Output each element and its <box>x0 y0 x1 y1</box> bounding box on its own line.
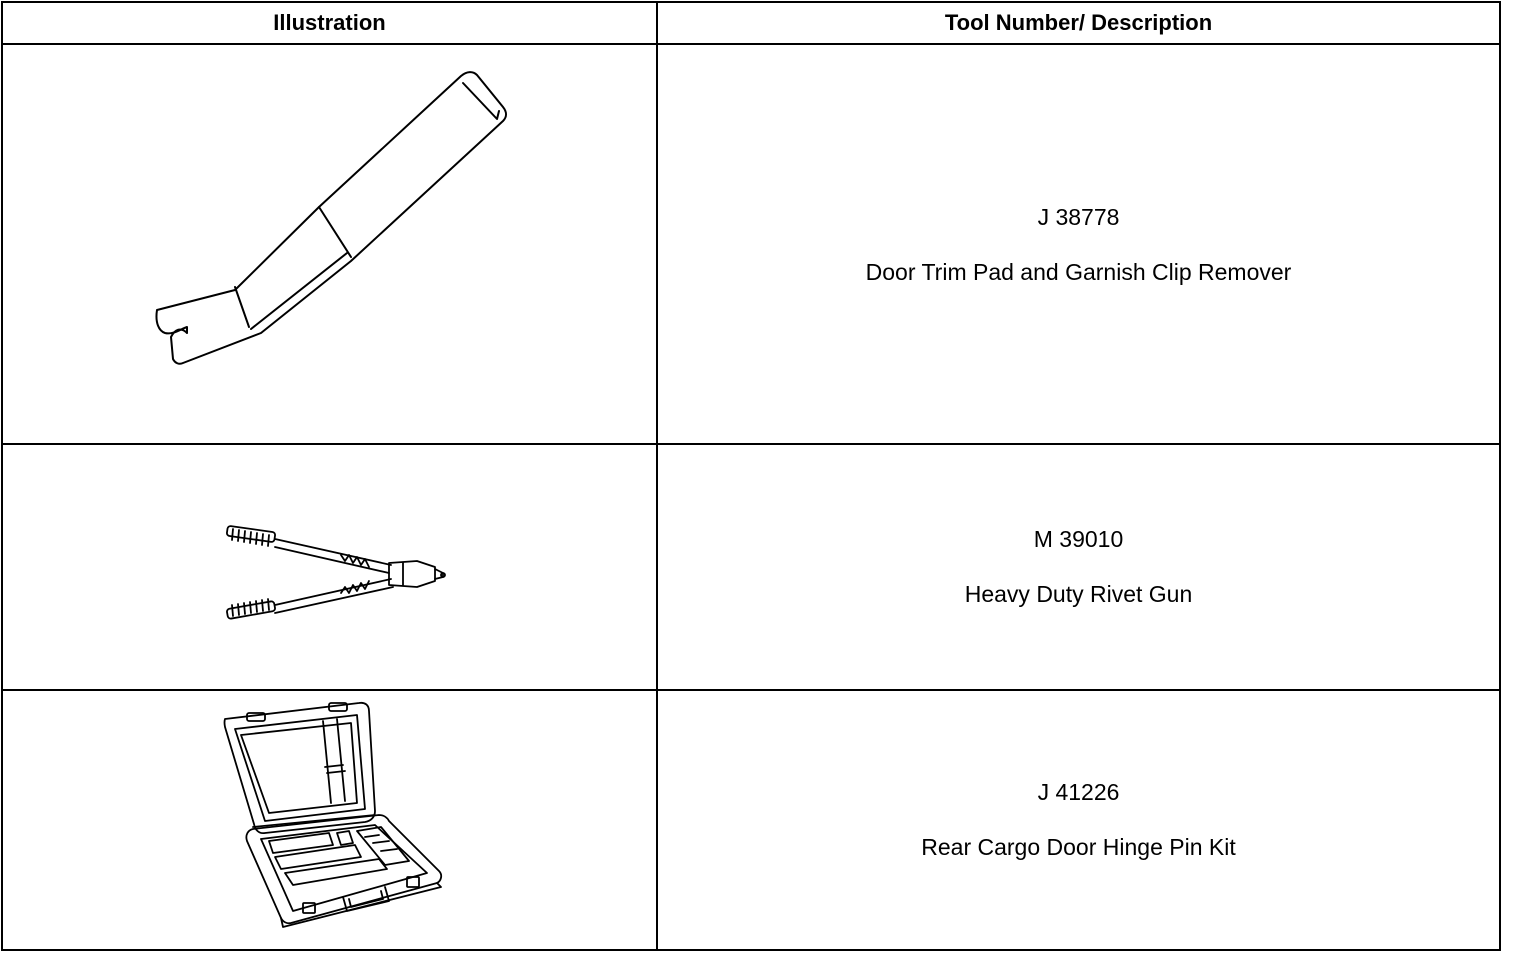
header-tool-number-description: Tool Number/ Description <box>656 0 1501 46</box>
rivet-gun-icon <box>226 525 446 620</box>
tool-number: J 41226 <box>1037 779 1120 806</box>
tool-number: J 38778 <box>1037 203 1120 230</box>
description-cell: J 41226 Rear Cargo Door Hinge Pin Kit <box>656 688 1501 952</box>
illustration-cell <box>1 43 658 445</box>
table-row: J 38778 Door Trim Pad and Garnish Clip R… <box>1 43 1501 445</box>
tool-number: M 39010 <box>1033 526 1124 553</box>
table-row: J 41226 Rear Cargo Door Hinge Pin Kit <box>1 688 1501 952</box>
description-cell: M 39010 Heavy Duty Rivet Gun <box>656 442 1501 691</box>
tool-description: Rear Cargo Door Hinge Pin Kit <box>921 834 1236 861</box>
illustration-cell <box>1 442 658 691</box>
description-cell: J 38778 Door Trim Pad and Garnish Clip R… <box>656 43 1501 445</box>
tool-description: Door Trim Pad and Garnish Clip Remover <box>865 258 1292 285</box>
tool-description: Heavy Duty Rivet Gun <box>964 581 1193 608</box>
table-header-row: Illustration Tool Number/ Description <box>1 0 1501 46</box>
header-illustration: Illustration <box>1 0 658 46</box>
clip-remover-tool-icon <box>155 71 507 365</box>
hinge-pin-kit-case-icon <box>223 701 443 928</box>
illustration-cell <box>1 688 658 952</box>
table-row: M 39010 Heavy Duty Rivet Gun <box>1 442 1501 691</box>
